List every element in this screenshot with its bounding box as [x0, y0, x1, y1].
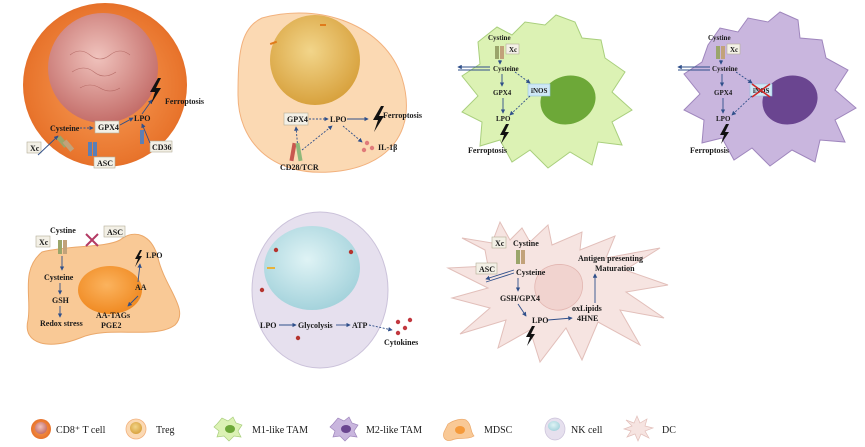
nk-lpo-label: LPO — [260, 321, 276, 330]
m2-cystine-label: Cystine — [708, 34, 731, 42]
dc-cysteine-label: Cysteine — [516, 268, 546, 277]
mdsc-lpo-bolt-icon — [135, 250, 142, 267]
cd8-asc-box — [93, 156, 116, 169]
cd8-cd36-label: CD36 — [152, 143, 172, 152]
dc-cystine-label: Cystine — [513, 239, 539, 248]
cd8-gpx4-label: GPX4 — [98, 123, 119, 132]
m1-ferroptosis-bolt-icon — [500, 124, 509, 144]
treg-gpx4-label: GPX4 — [287, 115, 308, 124]
treg-gpx4-box — [283, 112, 309, 126]
m1-gpx4-label: GPX4 — [493, 89, 512, 97]
legend-treg-label: Treg — [156, 425, 175, 436]
mdsc-redox-label: Redox stress — [40, 319, 83, 328]
m1-tam-panel: Cystine Xc Cysteine GPX4 iNOS LPO Ferrop… — [457, 14, 633, 169]
dc-xc-box — [491, 236, 507, 249]
m2-xc-label: Xc — [730, 46, 738, 54]
mdsc-aa-label: AA — [135, 283, 147, 292]
mdsc-asc-label: ASC — [107, 228, 123, 237]
legend-dc-label: DC — [662, 425, 676, 436]
mdsc-pge2-label: PGE2 — [101, 321, 121, 330]
m2-ferroptosis-bolt-icon — [720, 124, 729, 144]
nk-nucleus — [264, 226, 360, 310]
mdsc-asc-inhibited-icon — [85, 233, 99, 247]
dc-panel: Xc Cystine ASC Cysteine Antigen presenti… — [446, 220, 669, 364]
dc-maturation-label: Maturation — [595, 264, 635, 273]
nk-glycolysis-label: Glycolysis — [298, 321, 333, 330]
dc-icon — [622, 415, 655, 442]
m1-xc-box — [505, 43, 520, 55]
mdsc-gsh-label: GSH — [52, 296, 70, 305]
treg-ferroptosis-label: Ferroptosis — [383, 111, 422, 120]
mdsc-cysteine-label: Cysteine — [44, 273, 74, 282]
treg-cd28tcr-label: CD28/TCR — [280, 163, 319, 172]
m2-xc-box — [726, 43, 741, 55]
mdsc-aatags-label: AA-TAGs — [96, 311, 130, 320]
cd8-cd36-box — [149, 140, 173, 153]
treg-il1b-label: IL-1β — [378, 143, 397, 152]
m2-lpo-label: LPO — [716, 115, 731, 123]
dc-lpo-label: LPO — [532, 316, 548, 325]
dc-asc-box — [475, 262, 498, 275]
m2-inos-inhibited-icon — [751, 83, 771, 98]
nk-atp-label: ATP — [352, 321, 368, 330]
dc-gshgpx4-label: GSH/GPX4 — [500, 294, 540, 303]
dc-antigen-label: Antigen presenting — [578, 254, 643, 263]
dc-nucleus — [534, 264, 584, 311]
m2-tam-panel: Cystine Xc Cysteine GPX4 iNOS LPO Ferrop… — [677, 11, 857, 167]
legend-m1-label: M1-like TAM — [252, 425, 308, 436]
mdsc-xc-label: Xc — [39, 238, 49, 247]
m1-xc-label: Xc — [509, 46, 517, 54]
m1-cysteine-label: Cysteine — [493, 65, 519, 73]
cd8-nucleus — [48, 13, 158, 123]
legend-mdsc-label: MDSC — [484, 425, 513, 436]
nk-cytokines-label: Cytokines — [384, 338, 418, 347]
legend: CD8⁺ T cell Treg M1-like TAM M2-like TAM… — [31, 415, 676, 442]
m2-cysteine-label: Cysteine — [712, 65, 738, 73]
nk-cell-panel: LPO Glycolysis ATP Cytokines — [251, 211, 418, 369]
cd8-gpx4-box — [94, 120, 120, 134]
m1-inos-label: iNOS — [531, 87, 547, 95]
dc-4hne-label: 4HNE — [577, 314, 598, 323]
cd8-ferroptosis-label: Ferroptosis — [165, 97, 204, 106]
legend-nk-label: NK cell — [571, 425, 603, 436]
cd8-cysteine-label: Cysteine — [50, 124, 80, 133]
mdsc-xc-box — [35, 235, 51, 248]
treg-panel: GPX4 LPO Ferroptosis IL-1β CD28/TCR — [237, 12, 422, 173]
dc-xc-label: Xc — [495, 239, 505, 248]
treg-lpo-label: LPO — [330, 115, 346, 124]
mdsc-nucleus — [78, 266, 142, 314]
cd8-xc-box — [26, 141, 42, 154]
m1-ferroptosis-label: Ferroptosis — [468, 146, 507, 155]
cd8-asc-label: ASC — [97, 159, 113, 168]
m2-nucleus — [762, 75, 818, 125]
legend-m2-label: M2-like TAM — [366, 425, 422, 436]
treg-ferroptosis-bolt-icon — [373, 106, 384, 132]
cd8-xc-label: Xc — [30, 144, 40, 153]
m2-ferroptosis-label: Ferroptosis — [690, 146, 729, 155]
cd8-lpo-label: LPO — [134, 114, 150, 123]
cd8-t-cell-panel: Cysteine GPX4 LPO Ferroptosis Xc ASC CD3… — [23, 3, 204, 169]
m1-lpo-label: LPO — [496, 115, 511, 123]
legend-cd8-label: CD8⁺ T cell — [56, 425, 106, 436]
mdsc-cystine-label: Cystine — [50, 226, 76, 235]
treg-nucleus — [270, 15, 360, 105]
m1-cystine-label: Cystine — [488, 34, 511, 42]
dc-oxlipids-label: oxLipids — [572, 304, 602, 313]
mdsc-panel: Cystine Xc ASC LPO Cysteine AA GSH AA-TA… — [26, 225, 181, 345]
dc-ferroptosis-bolt-icon — [526, 326, 535, 346]
m1-inos-box — [527, 83, 551, 97]
m2-gpx4-label: GPX4 — [714, 89, 733, 97]
mdsc-asc-box — [103, 225, 126, 238]
m1-nucleus — [540, 75, 596, 125]
cd8-ferroptosis-bolt-icon — [150, 78, 161, 104]
dc-asc-label: ASC — [479, 265, 495, 274]
mdsc-lpo-label: LPO — [146, 251, 162, 260]
